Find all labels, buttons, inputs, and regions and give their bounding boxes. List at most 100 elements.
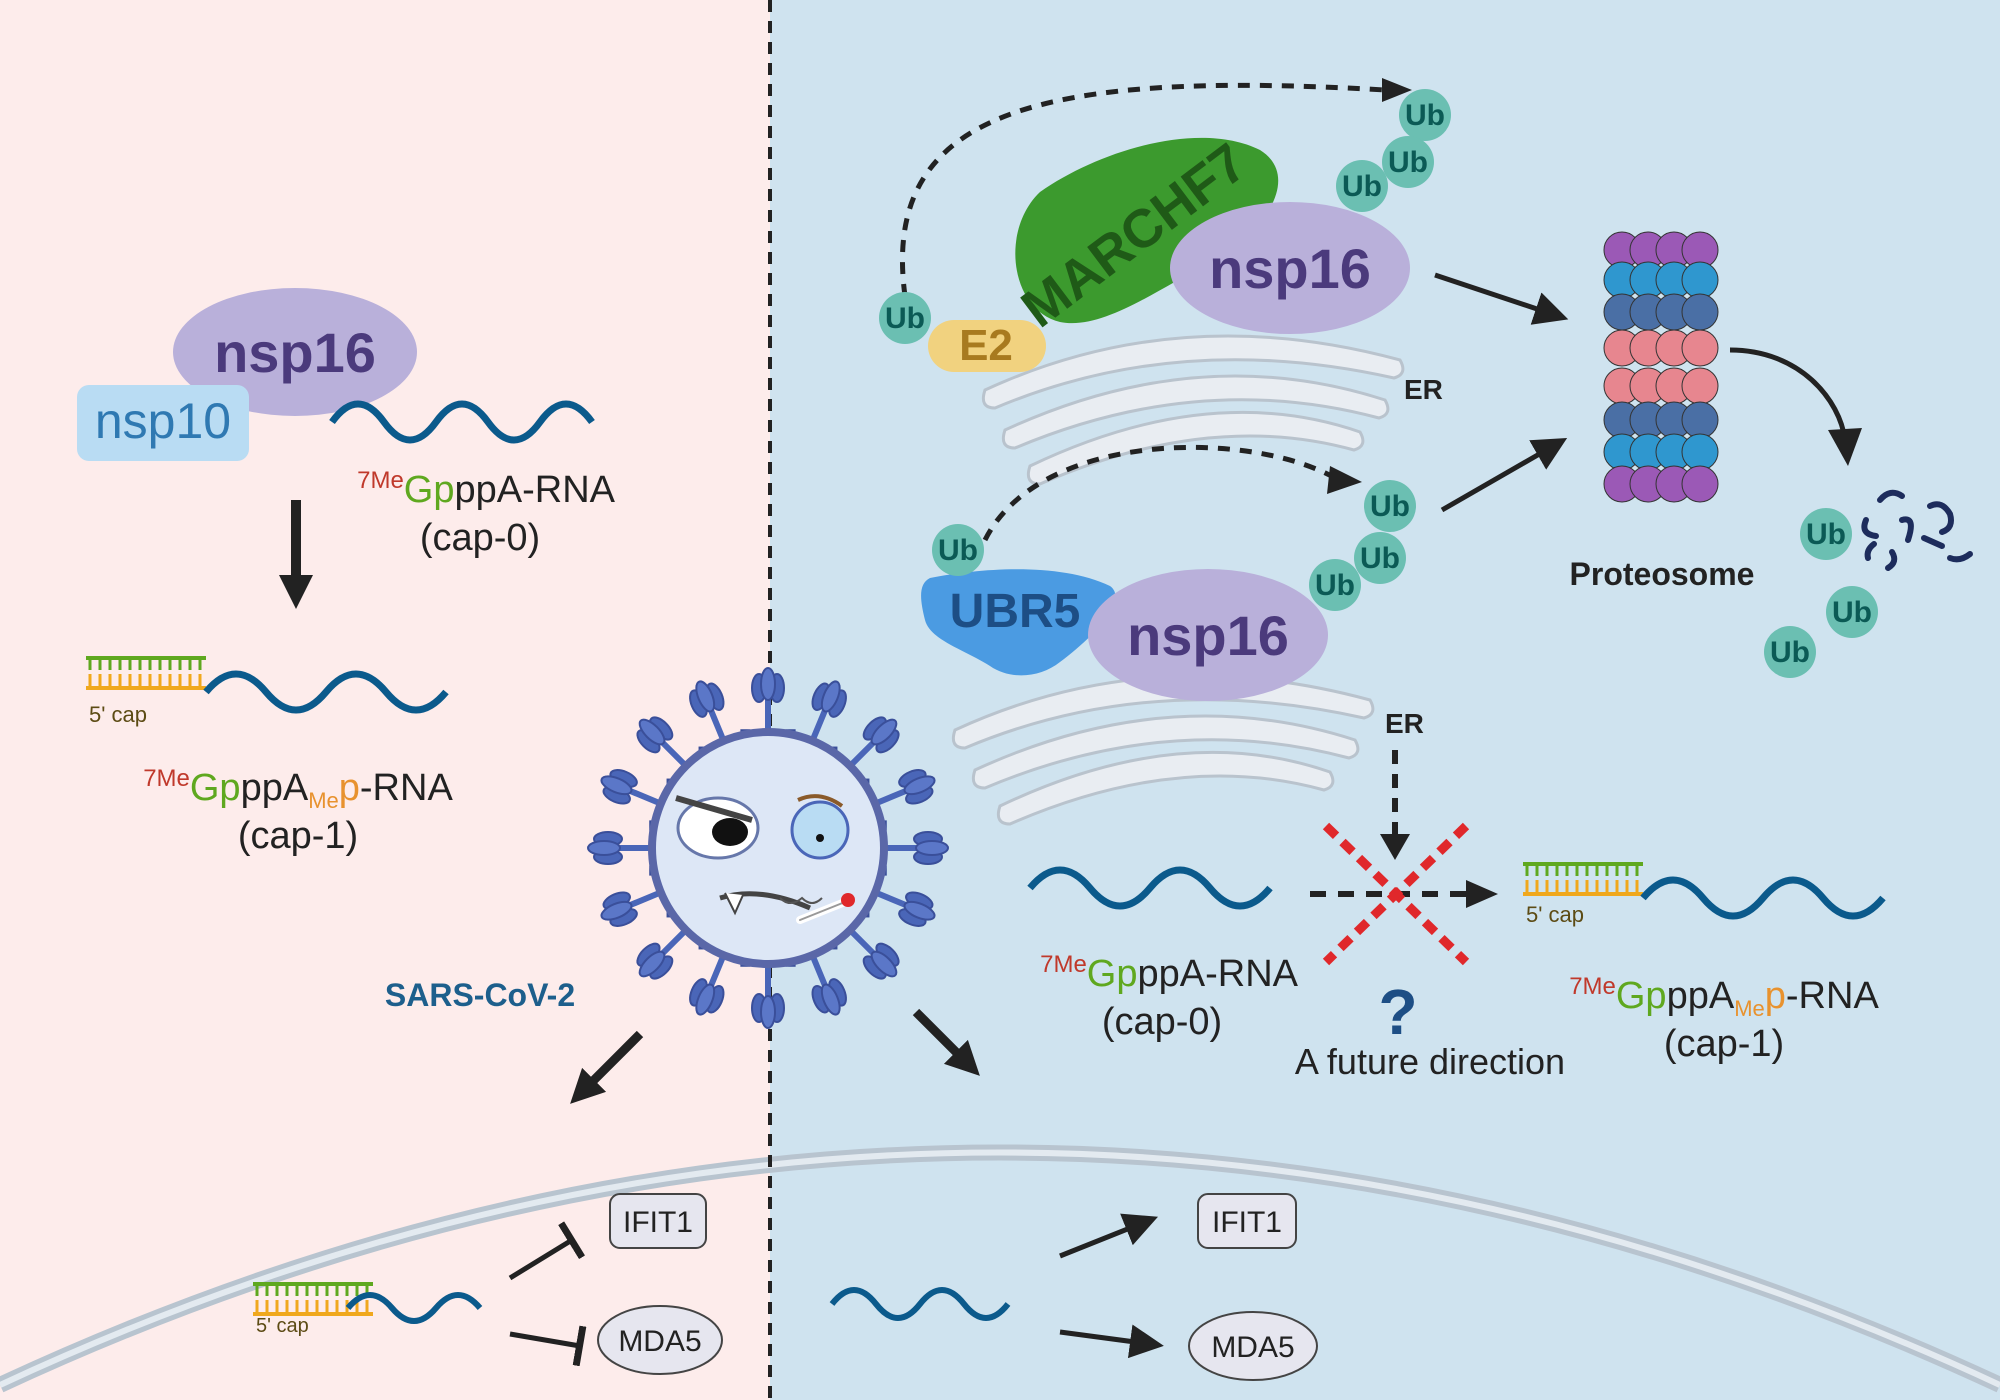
spike-head: [811, 978, 847, 1016]
nsp10-box: [77, 385, 249, 461]
ub-label: Ub: [1806, 518, 1846, 551]
cap-label-left: 5' cap: [89, 702, 147, 727]
rna-strand-left-top: [329, 400, 595, 444]
e2-protein: [928, 320, 1046, 372]
degraded-peptides: [1861, 489, 1973, 571]
ub-ball: [1336, 160, 1388, 212]
ifit1-box-right: [1197, 1193, 1297, 1249]
spike-stem: [847, 739, 877, 769]
ub-ball: [1354, 532, 1406, 584]
mda5-label-right: MDA5: [1211, 1331, 1294, 1364]
er-top-label: ER: [1404, 374, 1443, 405]
ub-ball: [1764, 626, 1816, 678]
degradation-arrow-bottom: [1440, 438, 1568, 513]
proteosome-subunit: [1681, 433, 1719, 471]
virus-arrow-right: [912, 1008, 980, 1076]
right-cap0-formula: 7MeGpppA-RNA: [1040, 951, 1299, 995]
spike-stem: [707, 708, 727, 742]
future-direction-label: A future direction: [1295, 1041, 1565, 1082]
rna-strand-right-cap0: [1027, 866, 1273, 910]
ub-label: Ub: [1370, 490, 1410, 523]
ub-label: Ub: [1388, 146, 1428, 179]
spike-head: [811, 680, 847, 718]
ub-label: Ub: [1832, 596, 1872, 629]
spike-head: [600, 769, 638, 805]
nsp16-bottom-right: [1088, 569, 1328, 701]
spike-head: [898, 891, 936, 927]
spike-head: [689, 680, 725, 718]
proteosome-subunit: [1681, 367, 1719, 405]
ub-ball: [1399, 89, 1451, 141]
spike-stem: [628, 787, 662, 807]
e2-label: E2: [959, 321, 1013, 370]
proteosome-output-arrow: [1729, 347, 1848, 441]
proteosome-subunit: [1681, 293, 1719, 331]
nsp16-left-label: nsp16: [214, 321, 376, 384]
left-cap0-label: (cap-0): [420, 517, 540, 559]
spike-head: [913, 831, 949, 865]
spike-head: [862, 716, 900, 754]
ub-ball: [932, 524, 984, 576]
rna-strand-left-mid: [203, 670, 449, 714]
activate-mda5: [1059, 1324, 1164, 1359]
block-cross: [1322, 822, 1470, 966]
ub-label: Ub: [1360, 542, 1400, 575]
proteosome-label: Proteosome: [1570, 556, 1755, 592]
spike-stem: [874, 787, 908, 807]
nsp16-top-right: [1170, 202, 1410, 334]
ub-label: Ub: [1405, 99, 1445, 132]
spike-head: [636, 942, 674, 980]
spike-head: [689, 978, 725, 1016]
rna-strand-cell-left: [345, 1292, 483, 1324]
left-cap0-formula: 7MeGpppA-RNA: [357, 467, 616, 511]
ifit1-box-left: [609, 1193, 707, 1249]
spike-stem: [628, 889, 662, 909]
left-cap1-label: (cap-1): [238, 815, 358, 857]
sars-cov-2-virus: [587, 667, 949, 1029]
spike-stem: [809, 954, 829, 988]
ub-label: Ub: [885, 302, 925, 335]
ub-label: Ub: [938, 534, 978, 567]
activate-ifit1: [1059, 1213, 1158, 1259]
ub-label: Ub: [1770, 636, 1810, 669]
left-cap1-formula: 7MeGpppAMep-RNA: [143, 765, 453, 813]
marchf7-protein: [1015, 137, 1279, 324]
rna-strand-right-cap1: [1640, 876, 1886, 920]
spike-head: [898, 769, 936, 805]
spike-head: [600, 891, 638, 927]
ifit1-label-left: IFIT1: [623, 1206, 693, 1239]
spike-head: [862, 942, 900, 980]
spike-stem: [874, 889, 908, 909]
ubr5-protein: [921, 569, 1116, 676]
spike-stem: [659, 927, 689, 957]
ub-ball: [879, 292, 931, 344]
right-cap0-label: (cap-0): [1102, 1001, 1222, 1043]
ub-label: Ub: [1342, 170, 1382, 203]
mda5-label-left: MDA5: [618, 1325, 701, 1358]
spike-head: [751, 667, 785, 703]
inhibit-ifit1: [508, 1221, 586, 1281]
er-bottom-label: ER: [1385, 708, 1424, 739]
question-mark: ?: [1378, 976, 1417, 1048]
left-panel: [0, 0, 770, 1400]
rna-strand-cell-right: [829, 1287, 1011, 1321]
ub-transfer-arrow-bottom: [982, 444, 1337, 542]
er-top: [981, 334, 1405, 486]
ifit1-label-right: IFIT1: [1212, 1206, 1282, 1239]
ub-label: Ub: [1315, 569, 1355, 602]
nsp16-top-right-label: nsp16: [1209, 237, 1371, 300]
ub-ball: [1364, 480, 1416, 532]
cap-label-cell-left: 5' cap: [256, 1315, 309, 1337]
virus-label: SARS-CoV-2: [385, 977, 575, 1013]
nsp10-label: nsp10: [95, 393, 231, 449]
proteosome: [1603, 231, 1719, 503]
ub-ball: [1826, 586, 1878, 638]
degradation-arrow-top: [1434, 272, 1569, 325]
ub-ball: [1382, 136, 1434, 188]
spike-stem: [809, 708, 829, 742]
proteosome-subunit: [1681, 465, 1719, 503]
right-cap1-label: (cap-1): [1664, 1023, 1784, 1065]
mda5-ellipse-left: [597, 1305, 723, 1375]
spike-head: [636, 716, 674, 754]
